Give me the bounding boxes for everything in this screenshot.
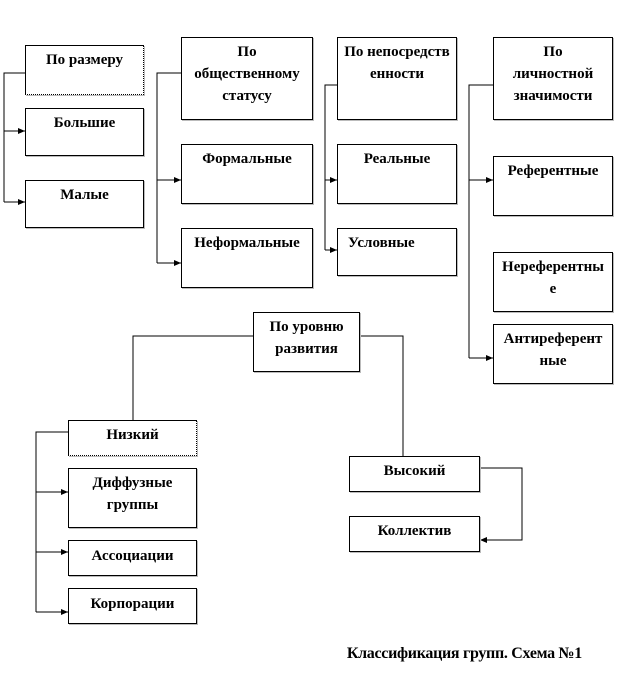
box-large: Большие xyxy=(25,108,144,156)
box-small: Малые xyxy=(25,180,144,228)
connector-high xyxy=(480,467,523,543)
box-informal: Неформальные xyxy=(181,228,313,288)
box-formal: Формальные xyxy=(181,144,313,204)
box-nominal: Условные xyxy=(337,228,457,276)
box-by-social-status: По общественному статусу xyxy=(181,37,313,120)
box-corporations: Корпорации xyxy=(68,588,197,624)
box-non-referent: Нереферентные xyxy=(493,252,613,312)
box-anti-referent: Антиреферентные xyxy=(493,324,613,384)
box-high: Высокий xyxy=(349,456,480,492)
connector-size xyxy=(3,72,25,202)
box-by-personal-significance: По личностной значимости xyxy=(493,37,613,120)
connector-level-high xyxy=(360,335,404,456)
box-associations: Ассоциации xyxy=(68,540,197,576)
box-by-directness: По непосредственности xyxy=(337,37,457,120)
box-diffuse-groups: Диффузные группы xyxy=(68,468,197,528)
box-real: Реальные xyxy=(337,144,457,204)
box-low: Низкий xyxy=(68,420,197,456)
connector-level-low xyxy=(132,335,253,420)
box-by-size: По размеру xyxy=(25,45,144,95)
connector-personal xyxy=(468,84,493,358)
connector-social xyxy=(156,72,181,263)
connector-direct xyxy=(324,84,337,250)
box-by-development-level: По уровню развития xyxy=(253,312,360,372)
connector-low xyxy=(35,431,68,612)
box-referent: Референтные xyxy=(493,156,613,216)
box-collective: Коллектив xyxy=(349,516,480,552)
diagram-caption: Классификация групп. Схема №1 xyxy=(346,645,582,662)
